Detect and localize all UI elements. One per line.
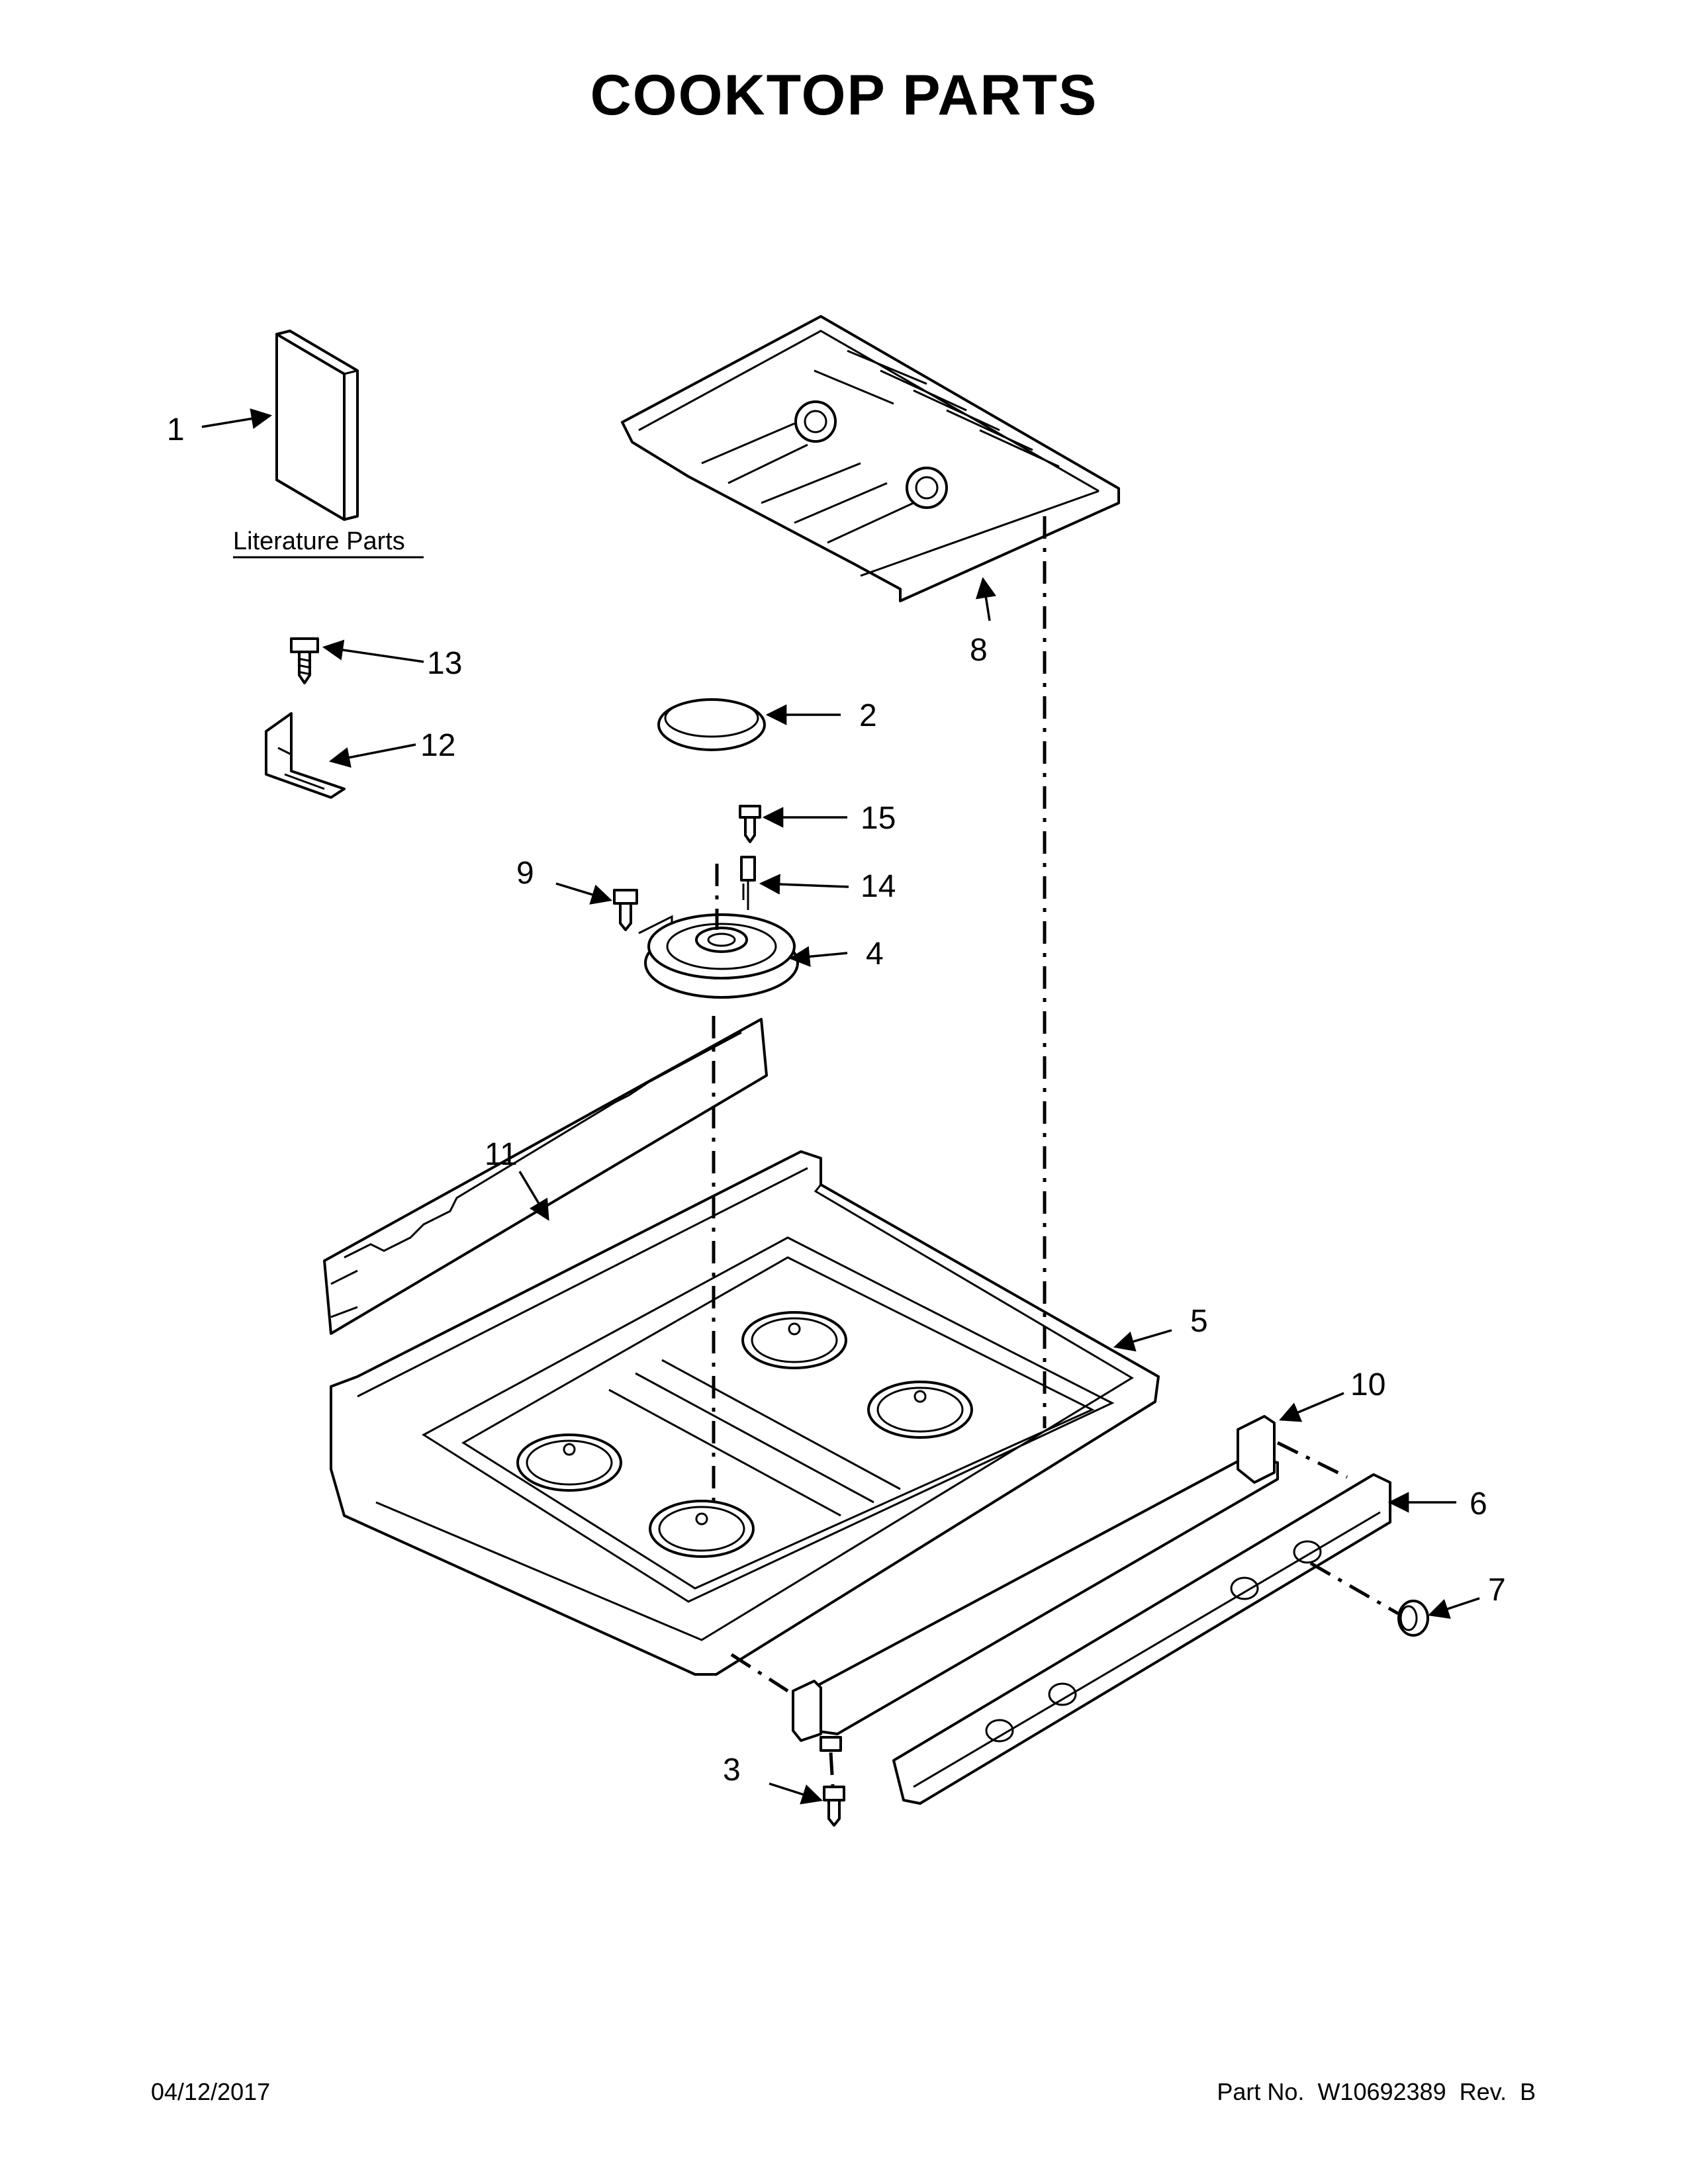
callout-7: 7 xyxy=(1488,1572,1506,1608)
leader-lines xyxy=(201,408,1480,1805)
callout-1: 1 xyxy=(167,412,185,447)
footer-part-number: Part No. W10692389 Rev. B xyxy=(1217,2078,1536,2106)
part-number: W10692389 xyxy=(1317,2078,1446,2105)
literature-booklet-part xyxy=(275,330,359,521)
bracket-12-part xyxy=(265,712,346,799)
igniter-14-part xyxy=(740,856,756,910)
callout-3: 3 xyxy=(723,1752,741,1788)
bracket-10-part xyxy=(1237,1415,1276,1484)
callout-13: 13 xyxy=(427,646,462,681)
callout-2: 2 xyxy=(859,698,877,733)
callout-5: 5 xyxy=(1190,1304,1208,1339)
rev-value: B xyxy=(1519,2078,1536,2105)
rear-panel-part xyxy=(323,1018,768,1335)
bracket-3-part xyxy=(792,1680,845,1827)
assembly-lines xyxy=(712,516,1399,1786)
callout-10: 10 xyxy=(1350,1367,1385,1402)
callout-8: 8 xyxy=(970,633,988,668)
screw-13-part xyxy=(290,637,319,684)
callout-numbers: 1 2 3 4 5 6 7 8 9 10 11 12 13 14 15 xyxy=(167,412,1506,1788)
burner-cap-part xyxy=(657,698,766,751)
knob-part xyxy=(1397,1600,1429,1637)
callout-14: 14 xyxy=(861,869,896,904)
part-label: Part No. xyxy=(1217,2078,1305,2105)
screw-15-part xyxy=(739,805,761,843)
callout-4: 4 xyxy=(866,936,884,972)
callout-9: 9 xyxy=(516,856,534,891)
callout-6: 6 xyxy=(1470,1486,1487,1522)
cooktop-part xyxy=(330,1150,1160,1676)
burner-base-part xyxy=(644,913,799,999)
callout-15: 15 xyxy=(861,801,896,836)
screw-9-part xyxy=(613,889,673,934)
callout-11: 11 xyxy=(485,1137,518,1172)
page-title: COOKTOP PARTS xyxy=(590,64,1098,127)
rev-label: Rev. xyxy=(1459,2078,1507,2105)
callout-12: 12 xyxy=(420,728,455,763)
footer-date: 04/12/2017 xyxy=(151,2078,271,2105)
grate-part xyxy=(621,315,1120,602)
literature-parts-label: Literature Parts xyxy=(233,527,405,555)
